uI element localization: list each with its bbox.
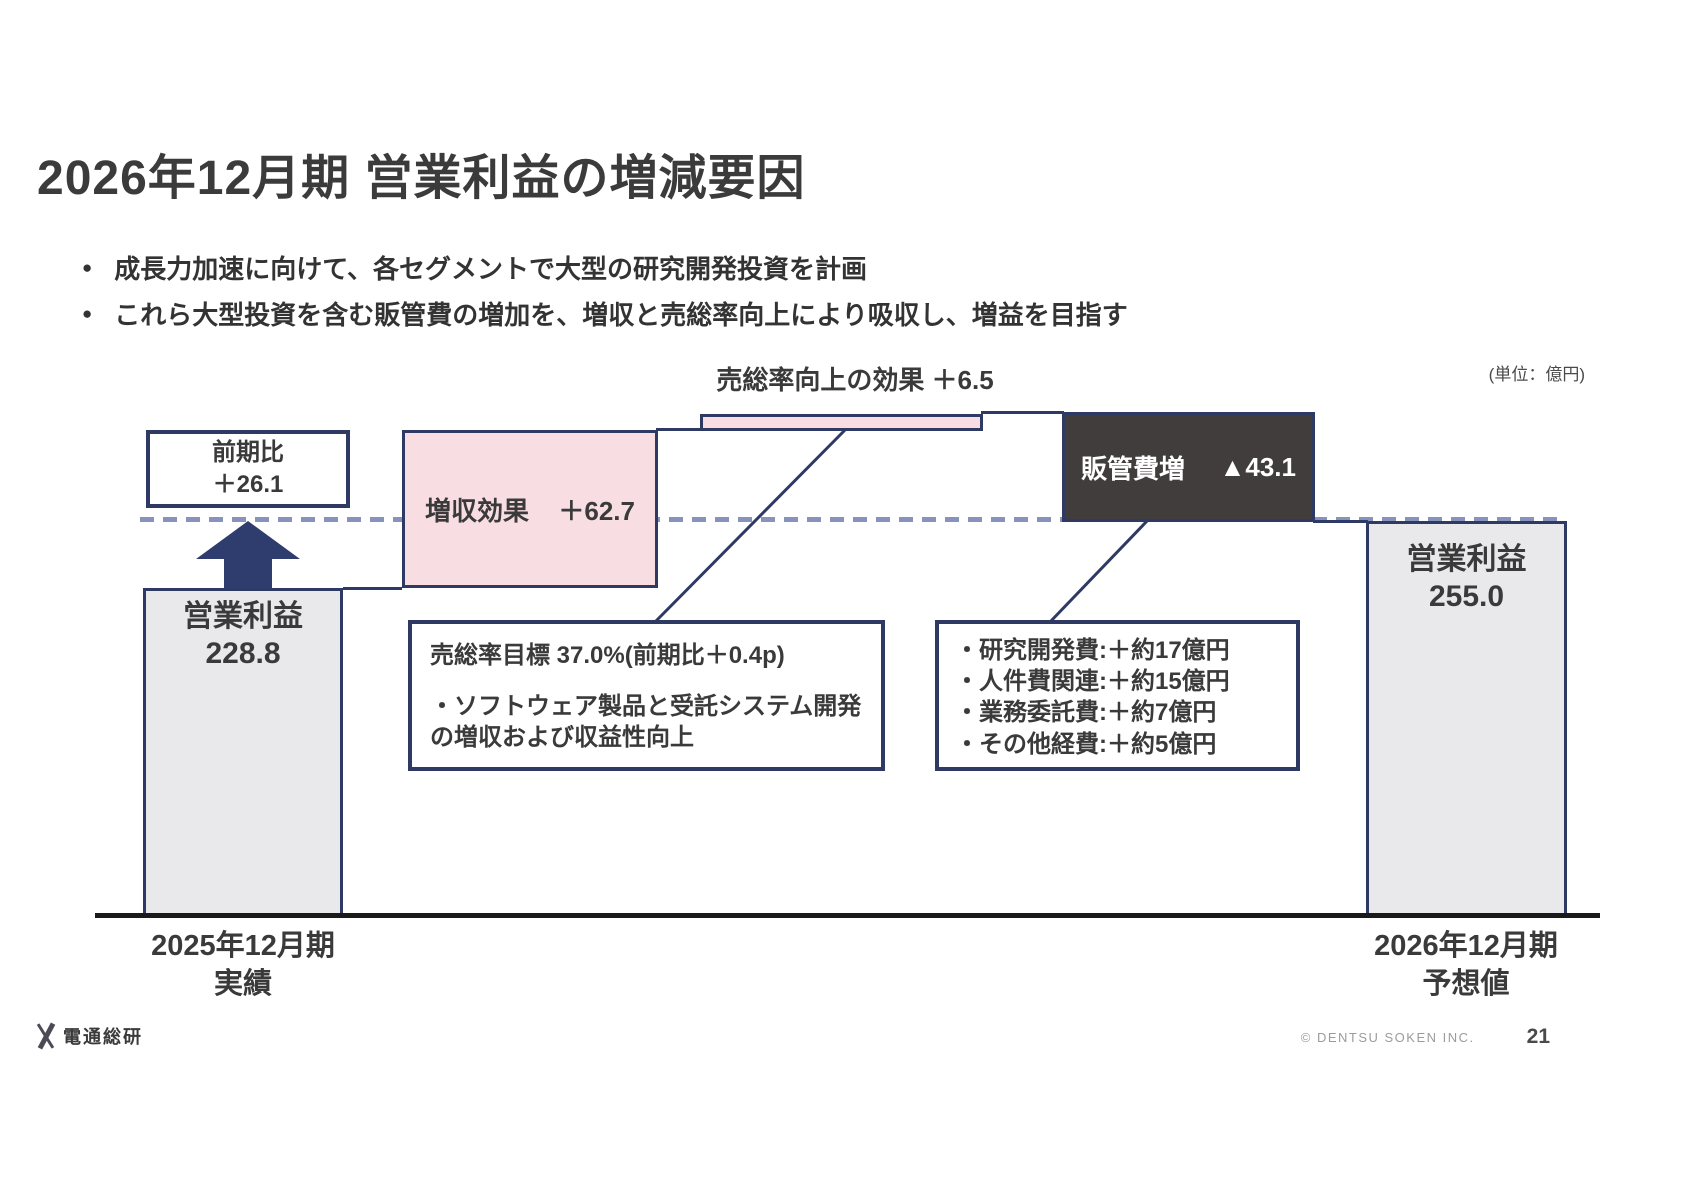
dentsu-x-icon (35, 1022, 56, 1050)
end-bar-label: 営業利益 255.0 (1369, 542, 1564, 615)
start-bar-name: 営業利益 (183, 600, 303, 633)
callout-sga-item: ・人件費関連:＋約15億円 (955, 668, 1230, 696)
bullet-dot-icon: ● (82, 304, 93, 323)
yoy-box: 前期比 ＋26.1 (146, 430, 350, 508)
sga-increase-box: 販管費増 ▲43.1 (1062, 412, 1315, 522)
callout-gross-margin-line1: 売総率目標 37.0%(前期比＋0.4p) (430, 642, 785, 669)
yoy-box-line2: ＋26.1 (212, 471, 284, 498)
sga-increase-value: ▲43.1 (1219, 451, 1296, 482)
start-bar-value: 228.8 (205, 636, 281, 670)
axis-label-left-line2: 実績 (213, 967, 272, 1000)
end-bar-value: 255.0 (1428, 579, 1505, 613)
gross-margin-bar (700, 414, 983, 431)
footer-logo: 電通総研 (35, 1022, 143, 1050)
footer-copyright: © DENTSU SOKEN INC. (1300, 1029, 1475, 1045)
sga-increase-name: 販管費増 (1081, 453, 1186, 484)
footer-right: © DENTSU SOKEN INC. 21 (1301, 1025, 1550, 1049)
connector-grossmargin-to-sga (981, 411, 1064, 414)
callout-sga: ・研究開発費:＋約17億円 ・人件費関連:＋約15億円 ・業務委託費:＋約7億円… (935, 620, 1300, 771)
callout-gross-margin: 売総率目標 37.0%(前期比＋0.4p) ・ソフトウェア製品と受託システム開発… (408, 620, 885, 771)
callout-sga-item: ・業務委託費:＋約7億円 (955, 699, 1217, 727)
baseline-axis (95, 913, 1600, 918)
bullet-text: 成長力加速に向けて、各セグメントで大型の研究開発投資を計画 (114, 254, 867, 284)
end-bar-2026: 営業利益 255.0 (1366, 521, 1567, 917)
page-number: 21 (1526, 1025, 1550, 1048)
connector-sga-to-end (1313, 520, 1368, 523)
bullet-dot-icon: ● (82, 258, 93, 277)
start-bar-label: 営業利益 228.8 (146, 599, 340, 672)
connector-line-sga (1048, 518, 1150, 624)
callout-sga-item: ・研究開発費:＋約17億円 (955, 637, 1230, 664)
bullet-item: ● これら大型投資を含む販管費の増加を、増収と売総率向上により吸収し、増益を目指… (82, 295, 1128, 332)
axis-label-left: 2025年12月期 実績 (118, 928, 368, 1003)
callout-gross-margin-line2: ・ソフトウェア製品と受託システム開発の増収および収益性向上 (430, 693, 862, 752)
yoy-arrow-head-icon (196, 521, 300, 559)
connector-revenue-to-grossmargin (656, 428, 702, 431)
axis-label-right: 2026年12月期 予想値 (1341, 928, 1591, 1003)
footer-logo-text: 電通総研 (63, 1027, 143, 1047)
connector-start-to-revenue (343, 587, 402, 590)
yoy-arrow-shaft (224, 557, 272, 589)
page-title: 2026年12月期 営業利益の増減要因 (37, 152, 806, 205)
axis-label-right-line1: 2026年12月期 (1374, 930, 1558, 962)
target-level-dashed-line (140, 517, 1560, 522)
revenue-increase-value: ＋62.7 (558, 495, 635, 526)
yoy-box-line1: 前期比 (212, 438, 284, 466)
bullet-text: これら大型投資を含む販管費の増加を、増収と売総率向上により吸収し、増益を目指す (114, 300, 1128, 330)
gross-margin-effect-label: 売総率向上の効果 ＋6.5 (716, 365, 994, 395)
end-bar-name: 営業利益 (1406, 543, 1527, 576)
start-bar-2025: 営業利益 228.8 (143, 588, 343, 917)
connector-line-gross-margin (653, 428, 847, 624)
axis-label-right-line2: 予想値 (1422, 967, 1510, 1000)
bullet-list: ● 成長力加速に向けて、各セグメントで大型の研究開発投資を計画 ● これら大型投… (82, 249, 1128, 332)
bullet-item: ● 成長力加速に向けて、各セグメントで大型の研究開発投資を計画 (82, 249, 1128, 286)
revenue-increase-name: 増収効果 (425, 495, 530, 526)
axis-label-left-line1: 2025年12月期 (151, 930, 335, 962)
revenue-increase-box: 増収効果 ＋62.7 (402, 430, 658, 588)
callout-sga-item: ・その他経費:＋約5億円 (955, 730, 1217, 758)
unit-note: (単位：億円) (1488, 365, 1585, 384)
yoy-box-label: 前期比 ＋26.1 (212, 437, 284, 502)
